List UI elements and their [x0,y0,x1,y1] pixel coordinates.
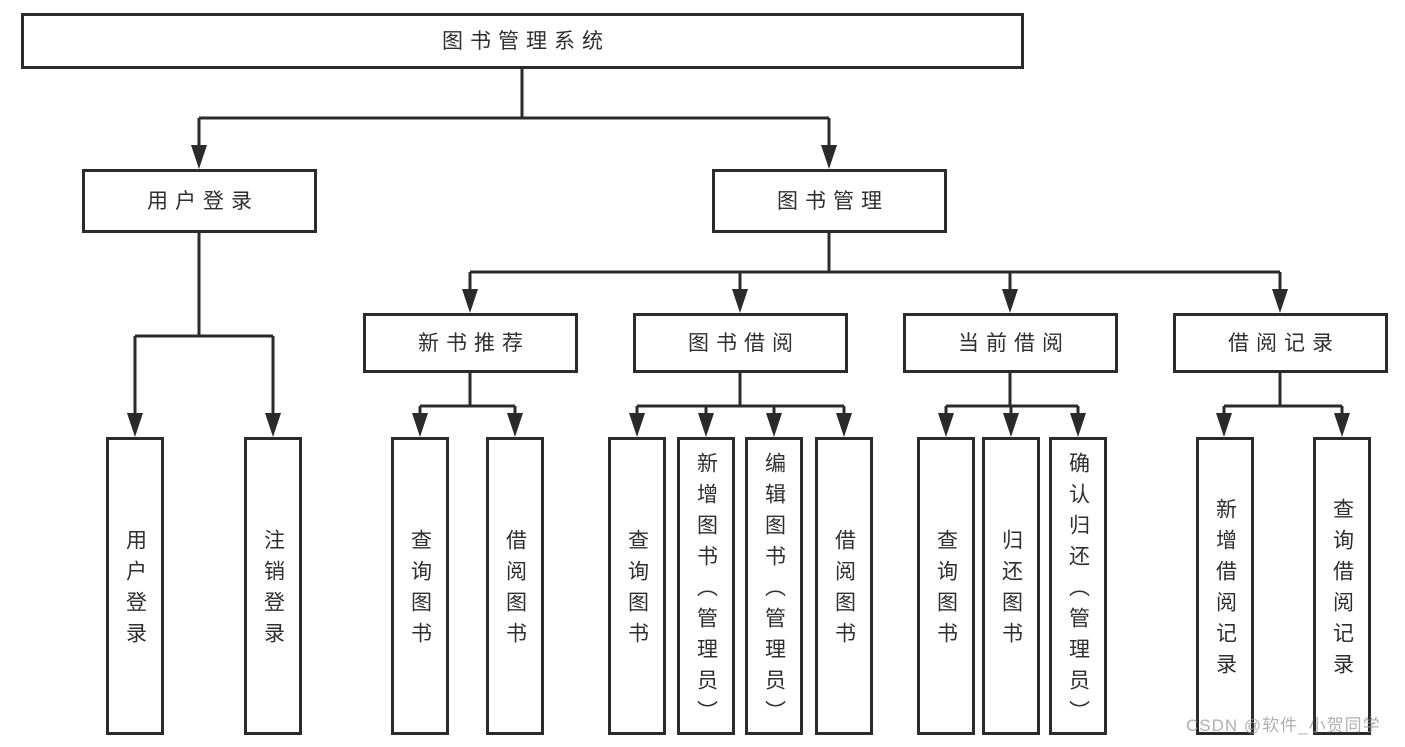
node-query-borrow-record: 查询借阅记录 [1313,437,1371,735]
node-add-books-admin: 新增图书（管理员） [677,437,735,735]
node-borrowing-query-books: 查询图书 [608,437,666,735]
node-root-system: 图书管理系统 [21,13,1024,69]
node-borrowing-borrow-books: 借阅图书 [815,437,873,735]
node-user-login: 用户登录 [106,437,164,735]
csdn-watermark: CSDN @软件_小贺同学 [1186,716,1381,735]
node-recommend-borrow-books: 借阅图书 [486,437,544,735]
node-confirm-return-admin: 确认归还（管理员） [1049,437,1107,735]
node-book-borrowing: 图书借阅 [633,313,848,373]
node-return-books: 归还图书 [982,437,1040,735]
node-recommend-query-books: 查询图书 [391,437,449,735]
node-current-query-books: 查询图书 [917,437,975,735]
node-new-book-recommend: 新书推荐 [363,313,578,373]
node-edit-books-admin: 编辑图书（管理员） [745,437,803,735]
node-borrowing-records: 借阅记录 [1173,313,1388,373]
node-current-borrowing: 当前借阅 [903,313,1118,373]
node-logout: 注销登录 [244,437,302,735]
node-user-login-branch: 用户登录 [82,169,317,233]
node-add-borrow-record: 新增借阅记录 [1196,437,1254,735]
node-book-management-branch: 图书管理 [712,169,947,233]
